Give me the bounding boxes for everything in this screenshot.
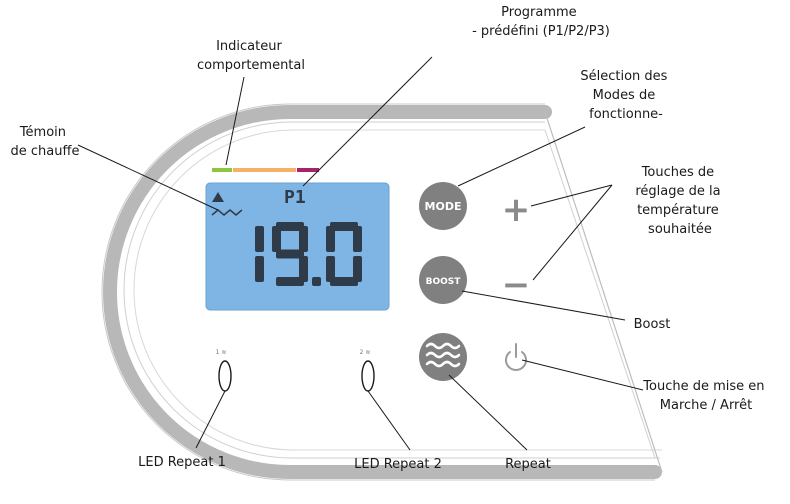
lcd-digit-0-segment	[326, 256, 335, 282]
lcd-digit-0-segment	[326, 226, 335, 252]
indicator-orange	[233, 168, 296, 172]
indicator-green	[212, 168, 232, 172]
device-inner-edge-2	[133, 129, 662, 451]
device-outer-edge	[101, 103, 655, 481]
lcd-digit-9-segment	[299, 226, 308, 252]
led-2-label: 2 ≋	[360, 349, 371, 356]
leader-minus	[532, 184, 613, 281]
lcd-program: P1	[284, 187, 306, 208]
label-programme: Programme - prédéfini (P1/P2/P3)	[472, 5, 610, 39]
lcd-digit-1-segment	[255, 226, 264, 252]
label-led-repeat-2: LED Repeat 2	[354, 457, 442, 472]
lcd-digit-1-segment	[255, 256, 264, 282]
repeat-button[interactable]	[419, 333, 467, 381]
device-inner-edge	[123, 121, 660, 459]
led-repeat-1	[218, 360, 232, 392]
label-temoin: Témoin de chauffe	[11, 125, 80, 159]
leader-modes	[457, 126, 586, 187]
lcd-digit-9-segment	[299, 256, 308, 282]
lcd-digit-0-segment	[353, 256, 362, 282]
heat-wave-icon	[211, 209, 243, 216]
leader-repeat	[448, 374, 528, 451]
leader-led1	[195, 390, 226, 449]
label-indicateur: Indicateur comportemental	[197, 39, 305, 73]
device-outer-shell	[103, 105, 662, 479]
boost-button[interactable]	[419, 256, 467, 304]
minus-button[interactable]: −	[502, 265, 531, 305]
mode-button[interactable]	[419, 182, 467, 230]
repeat-wave-icon	[425, 342, 461, 368]
device-right-edge-inner	[544, 129, 656, 459]
lcd-digit-9-segment	[276, 222, 304, 231]
leader-boost	[461, 290, 626, 321]
lcd-digit-0-segment	[353, 226, 362, 252]
label-touches: Touches de réglage de la température sou…	[635, 165, 724, 237]
label-boost: Boost	[634, 317, 671, 332]
power-button[interactable]	[505, 343, 527, 371]
warning-triangle-icon	[212, 192, 224, 202]
lcd-digit-9-segment	[276, 249, 304, 259]
mode-button-label: MODE	[425, 200, 462, 213]
lcd-decimal-point	[312, 277, 321, 286]
lcd-digit-0-segment	[330, 277, 358, 286]
lcd-digit-9-segment	[276, 277, 304, 286]
leader-plus	[530, 184, 613, 207]
lcd-digit-9-segment	[272, 226, 281, 252]
leader-programme	[302, 56, 433, 187]
device-right-edge	[544, 111, 663, 473]
leader-indicateur	[225, 76, 245, 166]
label-led-repeat-1: LED Repeat 1	[138, 455, 226, 470]
leader-temoin	[77, 144, 219, 211]
leader-led2	[367, 390, 411, 451]
lcd-digit-0-segment	[330, 222, 358, 231]
label-repeat: Repeat	[505, 457, 551, 472]
led-1-label: 1 ≋	[216, 349, 227, 356]
plus-button[interactable]: +	[502, 190, 531, 230]
boost-button-label: BOOST	[426, 277, 462, 287]
label-modes: Sélection des Modes de fonctionne-	[580, 69, 671, 122]
led-repeat-2	[361, 360, 375, 392]
leader-marche	[521, 359, 644, 391]
lcd-temperature	[255, 222, 362, 286]
indicator-magenta	[297, 168, 319, 172]
label-marche: Touche de mise en Marche / Arrêt	[642, 379, 768, 413]
